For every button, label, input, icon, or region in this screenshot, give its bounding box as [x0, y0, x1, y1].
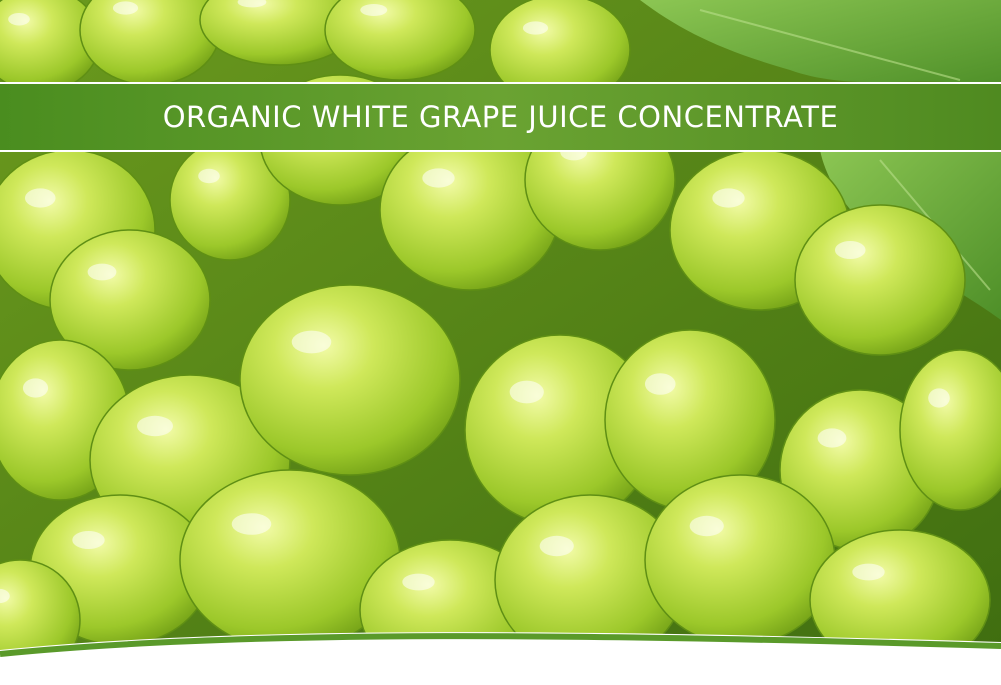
grape-highlight-24 [689, 515, 724, 537]
grape-highlight-12 [87, 263, 117, 281]
grape-3 [324, 0, 476, 81]
grape-highlight-17 [644, 373, 676, 395]
grape-highlight-5 [24, 188, 56, 208]
grape-11 [794, 204, 966, 356]
grape-highlight-8 [422, 168, 455, 188]
title-banner: ORGANIC WHITE GRAPE JUICE CONCENTRATE [0, 82, 1001, 152]
grape-15 [239, 284, 461, 476]
grape-highlight-10 [712, 188, 745, 208]
grape-highlight-16 [509, 380, 544, 404]
grape-highlight-3 [360, 4, 388, 16]
grape-highlight-23 [539, 535, 574, 557]
grape-19 [899, 349, 1001, 511]
grape-highlight-15 [291, 330, 332, 354]
grape-highlight-2 [237, 0, 267, 8]
grape-12 [49, 229, 211, 371]
grape-highlight-20 [72, 531, 105, 549]
grape-highlight-19 [928, 388, 950, 408]
grape-highlight-11 [834, 241, 866, 259]
grape-highlight-18 [817, 428, 847, 448]
grape-highlight-6 [198, 168, 220, 184]
grape-highlight-0 [8, 12, 30, 26]
bottom-wave [0, 632, 1001, 685]
grape-highlight-21 [231, 513, 272, 535]
grape-highlight-22 [402, 573, 435, 591]
grape-highlight-26 [0, 588, 10, 604]
grape-highlight-25 [852, 563, 885, 581]
title-text: ORGANIC WHITE GRAPE JUICE CONCENTRATE [162, 100, 839, 134]
grape-highlight-13 [22, 378, 49, 398]
grape-highlight-14 [137, 415, 173, 437]
grape-highlight-4 [522, 21, 549, 35]
grape-highlight-1 [112, 1, 139, 15]
